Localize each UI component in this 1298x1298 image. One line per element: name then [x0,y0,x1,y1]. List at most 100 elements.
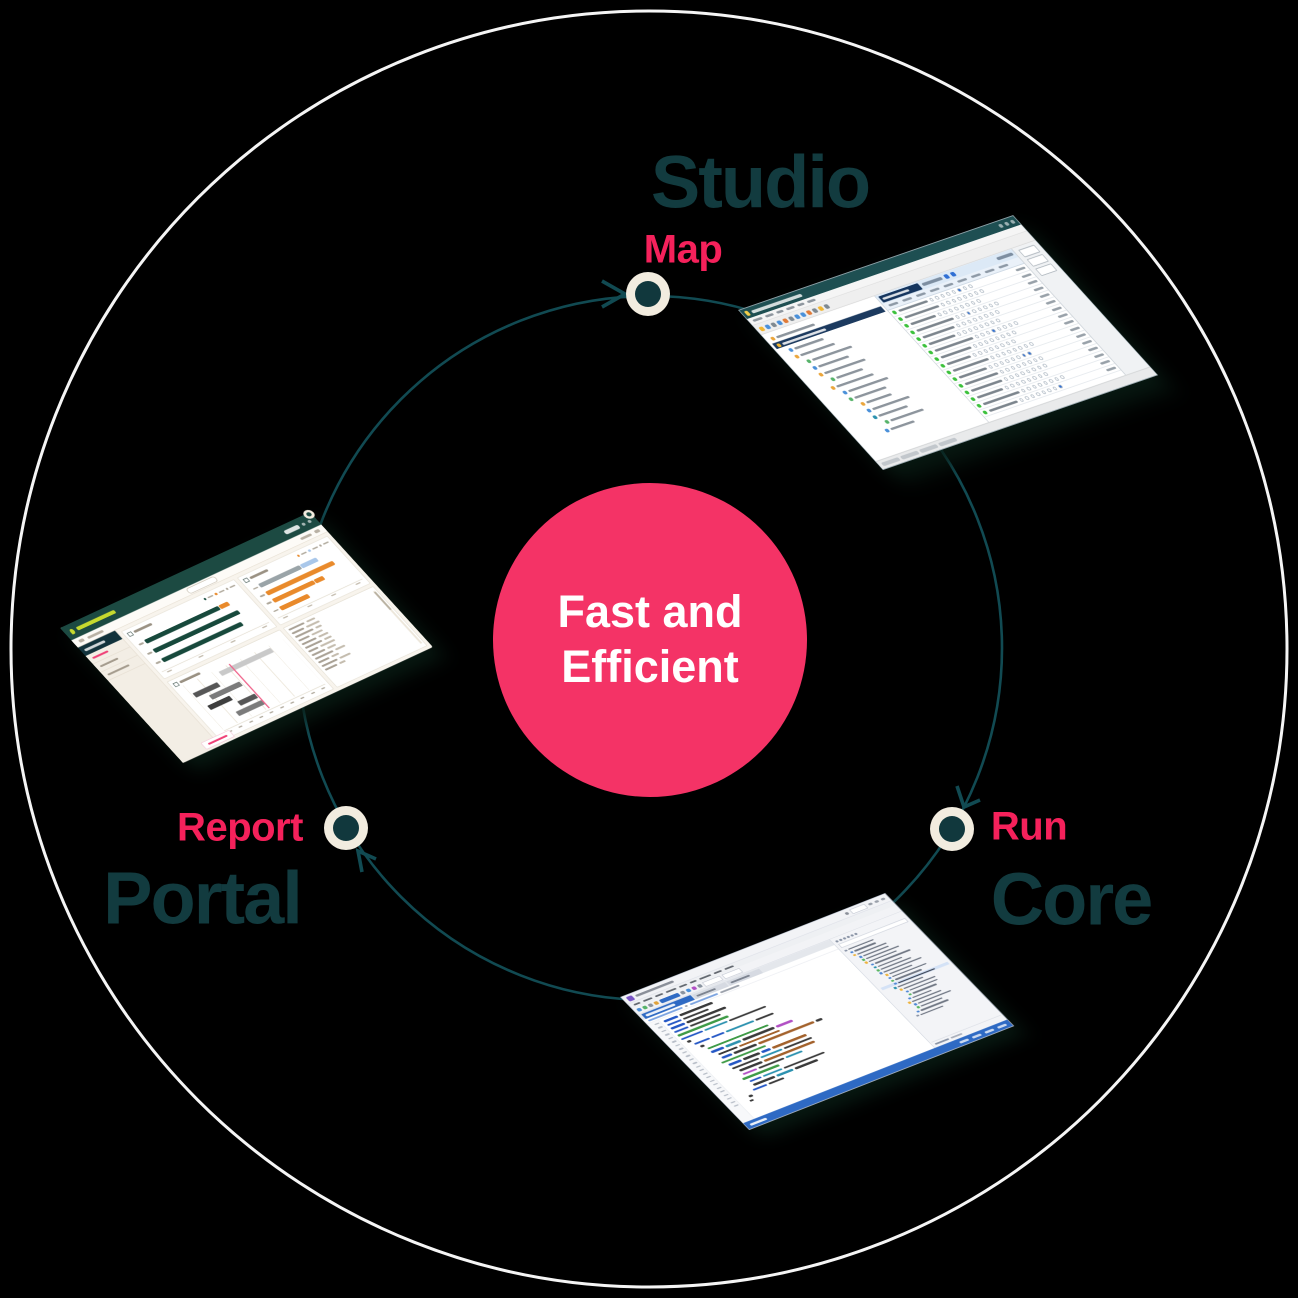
checkbox-cell [1014,373,1020,378]
step-label-map: Map [643,227,723,272]
axis-tick [198,654,205,659]
checkbox-cell [961,330,968,335]
checkbox-cell [1020,379,1027,384]
menu-item [806,298,817,304]
product-label-studio: Studio [650,140,871,224]
row-value [1105,366,1117,372]
checkbox-cell [989,320,996,325]
header-icon [300,521,307,526]
checkbox-cell [1037,374,1043,379]
checkbox-cell [1003,385,1010,390]
report-node-dot [333,815,359,841]
checkbox-cell [1022,343,1029,348]
checkbox-cell [950,298,957,303]
tree-item-icon [775,342,782,348]
ide-logo-icon [625,994,636,1002]
line-number [678,1047,684,1051]
line-number [661,1029,667,1033]
arrow-into-map-icon [601,279,629,309]
sub-icon [313,528,321,534]
bar-label [138,642,145,646]
checkbox-cell [979,332,986,337]
checkbox-cell [1051,386,1058,391]
checkbox-cell [1011,347,1018,352]
row-value [1069,326,1081,332]
tree-item-icon [787,347,794,352]
row-value [1045,299,1057,305]
code-token [686,1039,692,1043]
run-node-dot [939,816,965,842]
checkbox-cell [985,330,991,335]
checkbox-cell [993,301,1000,306]
line-number [692,1061,698,1065]
status-tab [899,450,920,460]
checkbox-cell [999,334,1006,339]
status-tab [880,457,901,467]
status-dot [909,330,916,335]
column-header [997,263,1009,269]
tree-item-icon [841,390,848,395]
checkbox-cell [1032,358,1038,363]
checkbox-cell [1046,388,1052,393]
checkbox-cell [983,340,989,345]
selected-cell [942,273,951,280]
checkbox-cell [960,313,966,318]
checkbox-cell [967,284,974,289]
map-node-dot [635,281,661,307]
checkbox-cell [962,294,968,299]
header-icon [306,519,312,524]
checkbox-cell [989,355,996,360]
checkbox-cell [947,308,954,313]
checkbox-cell [928,297,935,302]
column-header [901,296,913,302]
window-button-icon [880,897,886,901]
list-text [314,624,323,629]
checkbox-cell [970,300,976,305]
status-tab [937,437,958,447]
status-dot [970,397,976,402]
checkbox-cell [1040,390,1047,395]
line-number [688,1058,695,1061]
toolbar-icon [679,990,687,995]
checkbox-cell [1048,379,1054,384]
status-dot [927,350,934,355]
axis-tick [166,669,173,673]
map-node [626,272,670,316]
checkbox-cell [1026,351,1033,356]
line-number [685,1054,691,1058]
checkbox-cell [972,343,978,348]
checkbox-cell [1026,377,1032,382]
checkbox-cell [1026,360,1033,365]
status-dot [939,363,946,368]
center-text-line2: Efficient [561,641,739,692]
checkbox-cell [978,289,985,294]
arrow-into-run-icon [955,785,981,810]
checkbox-cell [1025,369,1031,374]
line-number [730,1100,736,1104]
row-value [1039,293,1051,299]
tree-item-icon [769,336,776,341]
column-header [929,287,941,293]
account-icon [844,911,850,916]
axis-tick [248,720,254,723]
tree-item-icon [883,427,890,433]
line-number [671,1040,677,1044]
checkbox-cell [1021,362,1027,367]
line-number [726,1097,733,1100]
checkbox-cell [1006,349,1012,354]
status-dot [964,390,970,395]
app-logo-icon [743,310,752,317]
arrow-into-report-icon [355,847,377,873]
checkbox-cell [983,322,990,327]
checkbox-cell [1004,359,1010,364]
bar-label [155,660,162,665]
column-header [887,301,899,307]
checkbox-cell [961,286,968,291]
toolbar-icon [690,986,698,991]
checkbox-cell [1057,384,1064,389]
checkbox-cell [1004,367,1011,372]
checkbox-cell [995,353,1001,358]
line-number [699,1068,705,1072]
status-item [971,1033,982,1039]
